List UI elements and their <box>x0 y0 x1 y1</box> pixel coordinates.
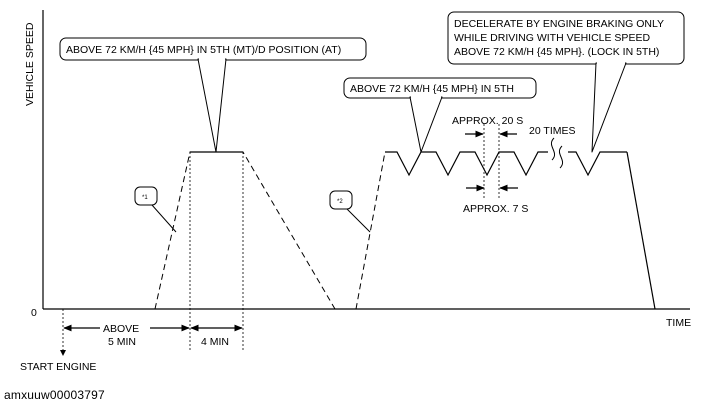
break-symbol <box>550 137 564 169</box>
phase1-callout-pointer <box>197 58 227 153</box>
note2-label: *2 <box>337 199 343 205</box>
phase1-callout-text: ABOVE 72 KM/H {45 MPH} IN 5TH (MT)/D POS… <box>66 44 341 56</box>
note1-leader <box>146 204 177 233</box>
five-min-label: 5 MIN <box>108 336 136 348</box>
phase2-callout-pointer <box>409 96 443 153</box>
reference-id: amxuuw00003797 <box>4 388 105 402</box>
phase2-decel-cycles-end <box>568 151 627 177</box>
decel-callout-pointer <box>591 62 627 153</box>
note2-leader <box>341 208 371 233</box>
x-axis-label: TIME <box>666 317 691 329</box>
start-engine-label: START ENGINE <box>20 361 96 373</box>
phase2-ramp-up <box>355 151 386 310</box>
phase2-ramp-down <box>626 151 656 310</box>
phase1-speed-profile <box>154 151 336 310</box>
repeat-count-label: 20 TIMES <box>529 125 576 137</box>
decel-callout-box <box>447 11 685 65</box>
approx-7s-label: APPROX. 7 S <box>463 203 528 215</box>
origin-label: 0 <box>31 307 37 319</box>
decel-callout-line-3: ABOVE 72 KM/H {45 MPH}. (LOCK IN 5TH) <box>454 46 659 58</box>
note1-label: *1 <box>142 195 148 201</box>
phase2-decel-cycles <box>385 151 548 177</box>
decel-callout-line-2: WHILE DRIVING WITH VEHICLE SPEED <box>454 32 650 44</box>
approx-20s-label: APPROX. 20 S <box>452 115 523 127</box>
phase2-callout-text: ABOVE 72 KM/H {45 MPH} IN 5TH <box>350 83 514 95</box>
above-label: ABOVE <box>103 323 139 335</box>
decel-callout-line-1: DECELERATE BY ENGINE BRAKING ONLY <box>454 18 664 30</box>
start-engine-marker <box>60 350 66 356</box>
four-min-label: 4 MIN <box>201 336 229 348</box>
y-axis-label: VEHICLE SPEED <box>24 22 36 106</box>
